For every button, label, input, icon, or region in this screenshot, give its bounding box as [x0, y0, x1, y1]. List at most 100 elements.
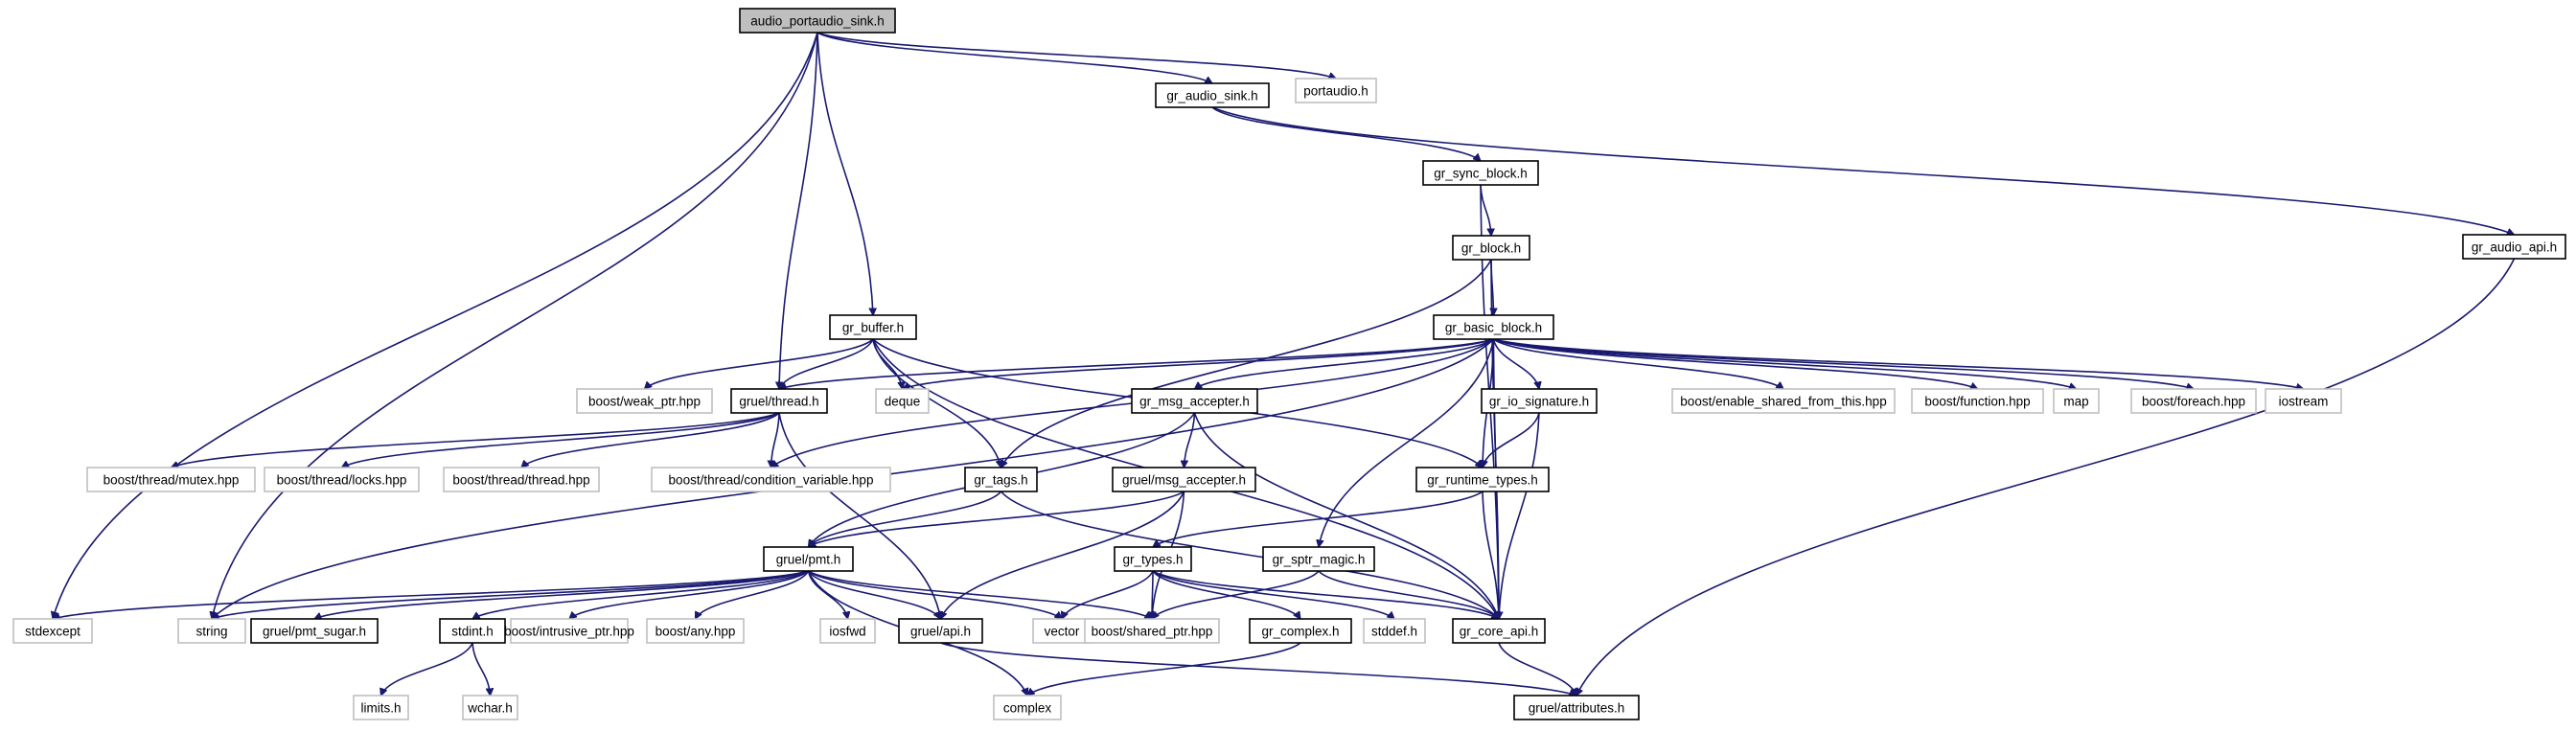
edge-gr_msg_accepter-to-gruel_msg_accepter	[1184, 412, 1196, 468]
node-label-vector: vector	[1045, 625, 1080, 639]
node-gr_runtime_types[interactable]: gr_runtime_types.h	[1415, 467, 1550, 492]
node-box-gr_msg_accepter	[1131, 388, 1258, 414]
node-iostream: iostream	[2265, 388, 2342, 414]
edge-gr_types-to-gr_complex	[1152, 570, 1300, 619]
edge-gr_basic_block-to-boost_foreach	[1493, 338, 2195, 389]
node-label-complex: complex	[1003, 701, 1052, 716]
node-box-audio_portaudio_sink	[739, 8, 896, 34]
node-gr_core_api[interactable]: gr_core_api.h	[1452, 618, 1546, 644]
node-gr_audio_api[interactable]: gr_audio_api.h	[2462, 234, 2566, 260]
node-label-boost_thread_mutex: boost/thread/mutex.hpp	[104, 473, 240, 488]
edge-gr_tags-to-gruel_pmt	[809, 491, 1002, 547]
node-gruel_pmt[interactable]: gruel/pmt.h	[763, 546, 854, 572]
node-label-boost_function: boost/function.hpp	[1924, 395, 2030, 409]
node-box-gr_sptr_magic	[1262, 546, 1375, 572]
node-gruel_api[interactable]: gruel/api.h	[898, 618, 983, 644]
node-boost_function: boost/function.hpp	[1911, 388, 2044, 414]
node-box-gruel_attributes	[1513, 695, 1640, 720]
node-label-gr_sptr_magic: gr_sptr_magic.h	[1273, 553, 1366, 567]
edge-gruel_pmt-to-stdint	[472, 570, 809, 619]
edge-audio_portaudio_sink-to-stdexcept	[53, 32, 818, 619]
edge-gruel_pmt-to-boost_shared_ptr	[808, 570, 1153, 619]
node-box-deque	[875, 388, 930, 414]
edge-audio_portaudio_sink-to-gruel_thread	[779, 32, 818, 389]
edge-gr_block-to-gr_tags	[1000, 259, 1492, 468]
node-label-gr_complex: gr_complex.h	[1261, 625, 1339, 639]
edge-gruel_pmt-to-string	[212, 570, 809, 619]
node-gr_io_signature[interactable]: gr_io_signature.h	[1481, 388, 1598, 414]
edge-gr_sptr_magic-to-boost_shared_ptr	[1152, 570, 1320, 619]
node-label-gruel_attributes: gruel/attributes.h	[1529, 701, 1625, 716]
edge-gr_runtime_types-to-gr_core_api	[1482, 491, 1499, 619]
edge-stdint-to-limits	[381, 642, 473, 696]
node-gr_types[interactable]: gr_types.h	[1114, 546, 1192, 572]
node-label-string: string	[196, 625, 227, 639]
node-gr_tags[interactable]: gr_tags.h	[964, 467, 1038, 492]
node-boost_thread_locks: boost/thread/locks.hpp	[264, 467, 420, 492]
node-boost_foreach: boost/foreach.hpp	[2130, 388, 2257, 414]
node-box-gruel_pmt	[763, 546, 854, 572]
edge-gr_basic_block-to-boost_function	[1493, 338, 1978, 389]
node-label-stdexcept: stdexcept	[25, 625, 80, 639]
node-stdint[interactable]: stdint.h	[439, 618, 506, 644]
node-audio_portaudio_sink[interactable]: audio_portaudio_sink.h	[739, 8, 896, 34]
node-gruel_msg_accepter[interactable]: gruel/msg_accepter.h	[1112, 467, 1256, 492]
node-gruel_attributes[interactable]: gruel/attributes.h	[1513, 695, 1640, 720]
node-gr_sptr_magic[interactable]: gr_sptr_magic.h	[1262, 546, 1375, 572]
edge-gr_basic_block-to-iostream	[1493, 338, 2304, 389]
edge-gr_audio_sink-to-gr_sync_block	[1211, 106, 1481, 161]
edge-gr_core_api-to-gruel_attributes	[1498, 642, 1576, 696]
node-gr_complex[interactable]: gr_complex.h	[1249, 618, 1352, 644]
node-gruel_pmt_sugar[interactable]: gruel/pmt_sugar.h	[250, 618, 379, 644]
edge-audio_portaudio_sink-to-gr_audio_sink	[816, 32, 1212, 84]
node-label-audio_portaudio_sink: audio_portaudio_sink.h	[750, 14, 885, 29]
node-gr_sync_block[interactable]: gr_sync_block.h	[1422, 160, 1539, 186]
node-box-boost_shared_ptr	[1084, 618, 1220, 644]
node-vector: vector	[1032, 618, 1092, 644]
edge-gr_buffer-to-gr_tags	[872, 338, 1001, 468]
edge-gr_types-to-stddef	[1152, 570, 1394, 619]
node-gr_msg_accepter[interactable]: gr_msg_accepter.h	[1131, 388, 1258, 414]
node-box-boost_intrusive_ptr	[510, 618, 629, 644]
edge-gruel_api-to-gruel_attributes	[940, 642, 1577, 696]
edge-gr_sptr_magic-to-gr_core_api	[1318, 570, 1499, 619]
node-box-gr_block	[1452, 235, 1530, 261]
edge-gruel_msg_accepter-to-gruel_pmt	[809, 491, 1184, 547]
node-boost_thread_condvar: boost/thread/condition_variable.hpp	[651, 467, 891, 492]
node-box-stdexcept	[12, 618, 93, 644]
node-gr_block[interactable]: gr_block.h	[1452, 235, 1530, 261]
node-box-boost_weak_ptr	[576, 388, 713, 414]
node-label-gr_sync_block: gr_sync_block.h	[1434, 167, 1528, 181]
edge-gr_types-to-boost_shared_ptr	[1152, 570, 1153, 619]
edge-gr_sync_block-to-gr_block	[1480, 184, 1491, 236]
edges-layer	[53, 32, 2516, 696]
node-box-wchar	[462, 695, 518, 720]
node-label-stdint: stdint.h	[451, 625, 494, 639]
edge-gr_io_signature-to-gr_runtime_types	[1483, 412, 1540, 468]
node-limits: limits.h	[353, 695, 409, 720]
node-box-gr_complex	[1249, 618, 1352, 644]
node-box-boost_any	[646, 618, 745, 644]
node-label-portaudio: portaudio.h	[1303, 84, 1368, 99]
node-label-gr_buffer: gr_buffer.h	[842, 321, 904, 335]
node-gruel_thread[interactable]: gruel/thread.h	[730, 388, 828, 414]
node-gr_audio_sink[interactable]: gr_audio_sink.h	[1155, 82, 1270, 108]
edge-gruel_thread-to-boost_thread_thread	[521, 412, 780, 468]
edge-gr_basic_block-to-gr_msg_accepter	[1195, 338, 1494, 389]
edge-gruel_thread-to-boost_thread_mutex	[172, 412, 780, 468]
node-box-gruel_pmt_sugar	[250, 618, 379, 644]
node-label-boost_intrusive_ptr: boost/intrusive_ptr.hpp	[504, 625, 634, 639]
node-label-gr_basic_block: gr_basic_block.h	[1445, 321, 1542, 335]
node-string: string	[177, 618, 246, 644]
edge-gr_runtime_types-to-gr_types	[1153, 491, 1484, 547]
node-label-limits: limits.h	[360, 701, 401, 716]
node-box-map	[2053, 388, 2100, 414]
edge-gr_basic_block-to-gr_io_signature	[1492, 338, 1540, 389]
node-gr_buffer[interactable]: gr_buffer.h	[829, 314, 917, 340]
edge-gruel_pmt-to-vector	[807, 570, 1063, 619]
edge-gruel_pmt-to-boost_any	[694, 570, 810, 619]
edge-gr_audio_api-to-gruel_attributes	[1576, 258, 2516, 696]
node-boost_intrusive_ptr: boost/intrusive_ptr.hpp	[504, 618, 634, 644]
node-gr_basic_block[interactable]: gr_basic_block.h	[1433, 314, 1554, 340]
